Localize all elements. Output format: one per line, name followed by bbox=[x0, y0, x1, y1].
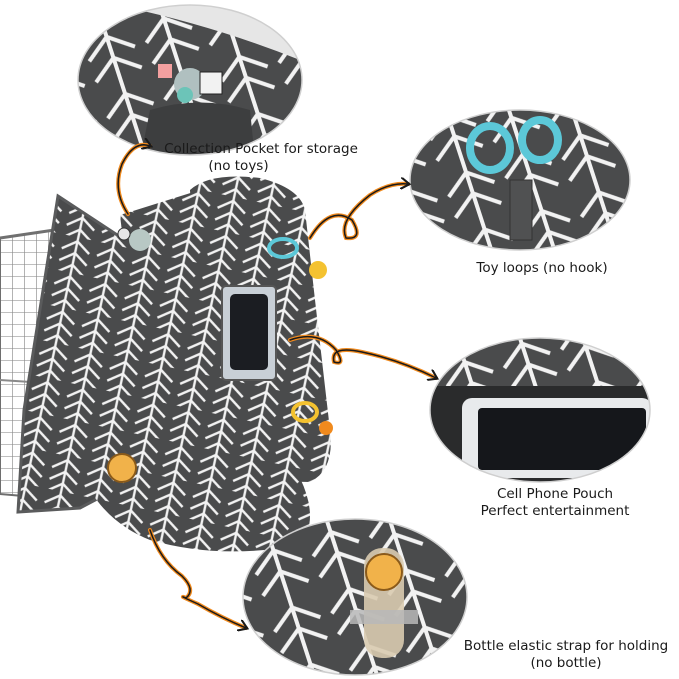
caption-toy-loops: Toy loops (no hook) bbox=[462, 260, 622, 277]
inset-phone-pouch bbox=[429, 337, 651, 483]
caption-bottle-line2: (no bottle) bbox=[530, 655, 602, 671]
inset-collection-pocket bbox=[77, 4, 303, 156]
caption-bottle-strap: Bottle elastic strap for holding (no bot… bbox=[460, 638, 672, 672]
caption-collection-line2: (no toys) bbox=[208, 158, 269, 174]
caption-phone-line1: Cell Phone Pouch bbox=[496, 486, 614, 502]
caption-collection-line1: Collection Pocket for storage bbox=[164, 141, 358, 157]
caption-bottle-line1: Bottle elastic strap for holding bbox=[463, 638, 669, 654]
seat-cover bbox=[16, 176, 333, 552]
callout-arrows bbox=[116, 145, 436, 628]
inset-bottle-strap bbox=[242, 518, 468, 676]
caption-collection-pocket: Collection Pocket for storage (no toys) bbox=[150, 141, 372, 175]
caption-toy-loops-line1: Toy loops (no hook) bbox=[476, 260, 608, 276]
caption-phone-line2: Perfect entertainment bbox=[480, 503, 630, 519]
caption-phone-pouch: Cell Phone Pouch Perfect entertainment bbox=[470, 486, 640, 520]
arrow-toy-loops bbox=[308, 181, 410, 241]
inset-toy-loops bbox=[409, 109, 631, 251]
